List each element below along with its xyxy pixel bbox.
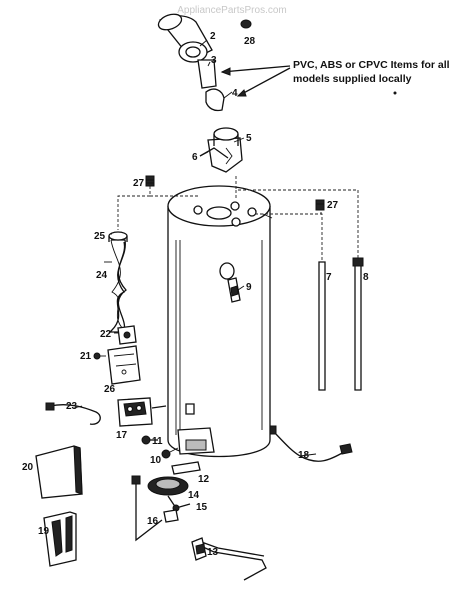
callout-26: 26 (104, 384, 116, 395)
callout-13: 13 (207, 547, 219, 558)
fitting-part-27-right (315, 199, 325, 211)
callout-2: 2 (210, 31, 216, 42)
callout-11: 11 (152, 436, 163, 447)
screw-part-21 (93, 352, 106, 360)
callout-8: 8 (363, 272, 369, 283)
fitting-part-11 (141, 435, 158, 445)
bracket-part-12 (171, 461, 201, 475)
water-heater-tank (167, 185, 271, 458)
part-22 (117, 325, 137, 345)
leader-lines (73, 39, 322, 457)
callout-7: 7 (326, 272, 332, 283)
callout-9: 9 (246, 282, 252, 293)
orifice-part-16 (131, 475, 179, 542)
callout-4: 4 (232, 88, 238, 99)
wire-part-23 (45, 402, 101, 425)
callout-21: 21 (80, 351, 92, 362)
callout-14: 14 (188, 490, 200, 501)
callout-23: 23 (66, 401, 78, 412)
callout-25: 25 (94, 231, 106, 242)
callout-17: 17 (116, 430, 128, 441)
note-dot (393, 91, 397, 95)
dash-line-to-7 (255, 213, 323, 262)
fitting-part-10 (161, 447, 179, 459)
dash-line-part-27-left (117, 186, 151, 230)
callout-5: 5 (246, 133, 252, 144)
callout-15: 15 (196, 502, 208, 513)
gas-control-valve-part-17 (117, 397, 195, 427)
callout-12: 12 (198, 474, 210, 485)
callout-16: 16 (147, 516, 159, 527)
cable-part-18 (269, 425, 353, 462)
callout-labels: 2 3 4 5 6 7 8 9 10 11 12 13 14 15 16 17 … (22, 31, 369, 558)
callout-20: 20 (22, 462, 34, 473)
callout-18: 18 (298, 450, 310, 461)
callout-10: 10 (150, 455, 162, 466)
callout-27-right: 27 (327, 200, 339, 211)
part-28-cap (240, 19, 252, 29)
note-arrows (220, 65, 291, 97)
callout-22: 22 (100, 329, 112, 340)
dip-tube-part-7 (318, 261, 326, 391)
pilot-part-15 (167, 495, 191, 512)
draft-hood-part-5 (199, 127, 243, 173)
note-line-2: models supplied locally (293, 73, 412, 85)
vent-elbow-part-4 (205, 88, 225, 112)
vent-pipe-part-3 (197, 59, 217, 89)
fitting-part-25 (108, 231, 128, 242)
callout-24: 24 (96, 270, 108, 281)
manifold-part-13 (191, 537, 267, 581)
fitting-part-27-left (145, 175, 155, 187)
watermark-text: AppliancePartsPros.com (177, 5, 287, 16)
vent-pipe-part-2 (157, 13, 213, 63)
anode-part-9 (227, 277, 241, 303)
panel-part-19 (43, 511, 77, 567)
callout-19: 19 (38, 526, 50, 537)
flex-connector-part-24 (108, 239, 127, 333)
callout-6: 6 (192, 152, 198, 163)
callout-28: 28 (244, 36, 256, 47)
note-line-1: PVC, ABS or CPVC Items for all (293, 59, 450, 71)
panel-part-20 (35, 445, 83, 499)
callout-3: 3 (211, 55, 217, 66)
bracket-part-26 (107, 345, 141, 385)
dip-tube-part-8 (352, 257, 364, 391)
callout-27-left: 27 (133, 178, 145, 189)
burner-part-14 (147, 476, 189, 496)
